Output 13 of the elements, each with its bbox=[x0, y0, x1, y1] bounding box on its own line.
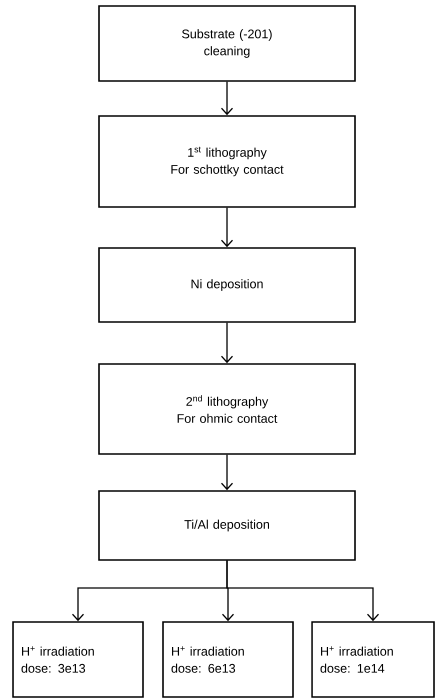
arrow bbox=[226, 560, 379, 622]
process-box: H$^{+}$ irradiation dose: 1e14 bbox=[311, 621, 435, 698]
process-box: 2$^{nd}$ lithography For ohmic contact bbox=[98, 363, 356, 455]
arrow bbox=[221, 208, 233, 248]
process-box: Ni deposition bbox=[98, 247, 356, 323]
arrow bbox=[221, 322, 233, 364]
process-box: H$^{+}$ irradiation dose: 3e13 bbox=[12, 621, 144, 698]
process-box: 1$^{st}$ lithography For schottky contact bbox=[98, 115, 356, 208]
process-box: Substrate (-201) cleaning bbox=[98, 5, 356, 82]
arrow bbox=[221, 82, 233, 116]
arrow bbox=[221, 454, 233, 490]
process-box: H$^{+}$ irradiation dose: 6e13 bbox=[162, 621, 294, 698]
process-box: Ti/Al deposition bbox=[98, 490, 356, 561]
